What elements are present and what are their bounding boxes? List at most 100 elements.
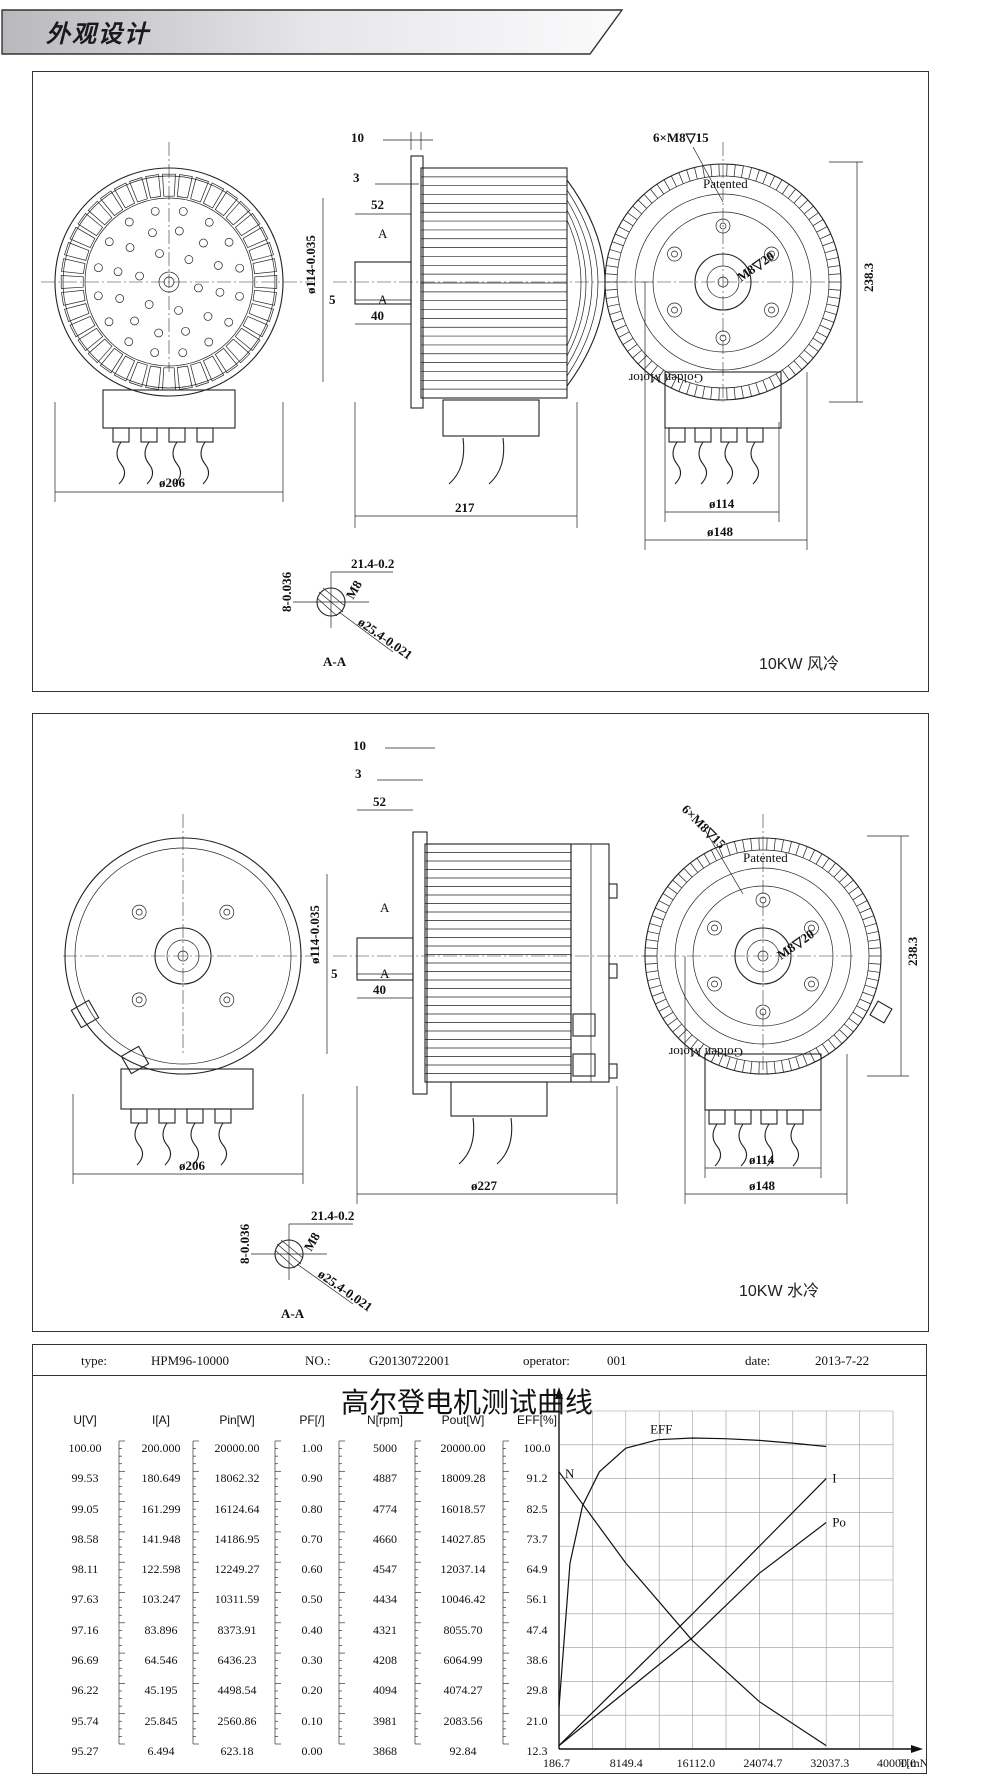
gear-tooth (622, 337, 634, 345)
cable (172, 441, 182, 485)
gear-tooth (696, 857, 705, 869)
cell: 0.90 (301, 1471, 323, 1486)
gear-tooth (741, 386, 744, 399)
x-tick-label: 16112.0 (677, 1756, 716, 1770)
cell: 141.948 (141, 1531, 181, 1546)
gear-tooth (670, 377, 677, 389)
gear-tooth (606, 265, 619, 268)
bolt-hole (804, 976, 819, 992)
section-mark-a1: A (378, 226, 388, 241)
cell: 12249.27 (214, 1562, 260, 1577)
gear-tooth (622, 219, 634, 227)
gear-tooth (658, 900, 670, 907)
gear-tooth (781, 369, 790, 381)
section-diameter: ø25.4-0.021 (355, 614, 415, 662)
cell: 4547 (373, 1562, 397, 1577)
bolt-hole (707, 920, 722, 936)
gear-tooth (703, 853, 711, 865)
gear-tooth (795, 1056, 800, 1069)
gear-tooth (852, 1011, 864, 1019)
x-tick-label: 32037.3 (810, 1756, 849, 1770)
patented-mark: Patented (703, 176, 748, 191)
cable-gland (214, 1108, 232, 1124)
gear-tooth (799, 355, 809, 365)
gear-tooth (611, 241, 624, 247)
bolt-hole (667, 246, 682, 262)
drawing-caption-air: 10KW 风冷 (759, 655, 839, 673)
dim-5: 5 (331, 966, 338, 981)
gear-tooth (650, 188, 659, 199)
cooling-fin (190, 177, 209, 203)
vent-hole (113, 267, 123, 277)
cooling-fin (214, 347, 239, 374)
gear-tooth (677, 873, 687, 883)
dim-217: 217 (455, 500, 475, 515)
gear-tooth (781, 1060, 784, 1073)
cable-gland (196, 427, 214, 443)
cell: 47.4 (526, 1622, 548, 1637)
gear-tooth (667, 886, 678, 894)
vent-hole (215, 287, 225, 297)
gear-tooth (787, 188, 796, 199)
gear-tooth (647, 931, 660, 935)
gear-tooth (833, 868, 843, 878)
gear-tooth (690, 862, 699, 873)
gear-tooth (867, 939, 880, 942)
dim-3: 3 (353, 170, 360, 185)
gear-tooth (822, 317, 835, 323)
cell: 16124.64 (214, 1501, 260, 1516)
dim-d114: ø114 (749, 1152, 775, 1167)
bolt-hole (219, 904, 235, 920)
bolt-hole (755, 892, 771, 908)
gear-tooth (827, 265, 840, 268)
section-mark-a1: A (380, 900, 390, 915)
gear-tooth (742, 839, 745, 852)
cable (162, 1122, 172, 1166)
gear-tooth (856, 1005, 868, 1012)
cell: 1.00 (301, 1441, 323, 1455)
vent-hole (203, 312, 213, 321)
gear-tooth (734, 841, 738, 854)
gear-tooth (808, 344, 819, 352)
cable (738, 1123, 748, 1167)
gear-tooth (859, 907, 871, 914)
gear-tooth (627, 212, 638, 220)
cell: 8373.91 (217, 1622, 257, 1637)
cable (218, 1122, 228, 1166)
cell: 25.845 (144, 1713, 178, 1728)
gear-tooth (788, 1058, 792, 1071)
column-header: N[rpm] (367, 1413, 403, 1427)
cable (724, 441, 734, 485)
cooling-fin (99, 347, 124, 374)
operator-label: operator: (523, 1353, 570, 1368)
cable (116, 441, 126, 485)
series-label-po: Po (832, 1515, 846, 1530)
golden-motor-mark: Golden Motor (628, 371, 703, 386)
series-line-eff (558, 1437, 827, 1708)
gear-tooth (667, 1018, 678, 1026)
dim-40: 40 (373, 982, 386, 997)
dim-d148: ø148 (707, 524, 734, 539)
gear-tooth (651, 915, 664, 921)
bolt-hole (804, 920, 819, 936)
cooling-fin (64, 303, 90, 322)
gear-tooth (696, 1043, 705, 1055)
gear-tooth (627, 344, 638, 352)
cell: 97.16 (71, 1622, 99, 1637)
gear-tooth (812, 337, 824, 345)
gear-tooth (702, 386, 705, 399)
vent-hole (174, 306, 183, 315)
column-pout: Pout[W] 20000.00 18009.28 16018.57 14027… (425, 1413, 501, 1766)
cell: 0.50 (301, 1592, 323, 1607)
cell: 14186.95 (214, 1531, 260, 1546)
gear-tooth (649, 984, 662, 989)
gear-tooth (645, 963, 658, 965)
cell: 5000 (373, 1441, 397, 1455)
cell: 0.40 (301, 1622, 323, 1637)
gear-tooth (809, 849, 816, 861)
gear-tooth (694, 167, 698, 180)
section-mark-a2: A (378, 292, 388, 307)
gear-tooth (637, 355, 647, 365)
gear-tooth (647, 977, 660, 981)
cell: 4774 (373, 1501, 397, 1516)
